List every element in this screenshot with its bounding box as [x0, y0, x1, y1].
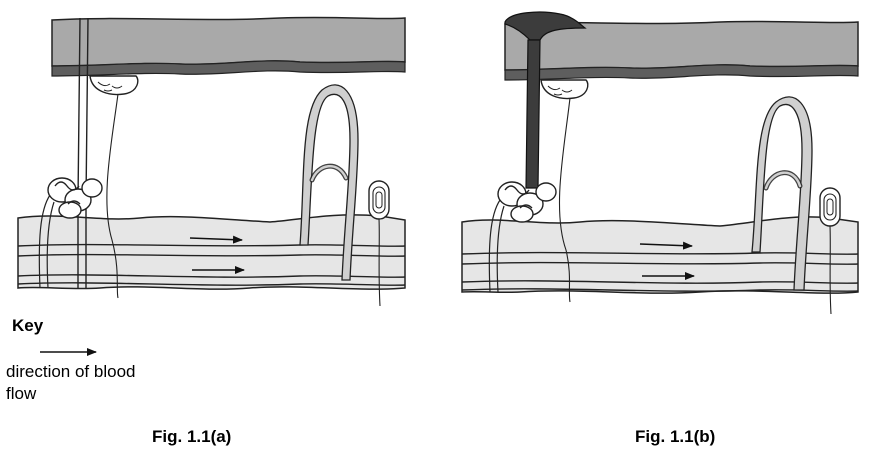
fig-a-vessel-lower-wall: [17, 253, 406, 257]
fig-a-receptor-ball: [89, 75, 139, 96]
fig-a-vessel2-lower: [17, 282, 406, 286]
fig-a-sweat-duct: [77, 17, 89, 201]
fig-b-capillary-loop: [751, 96, 813, 291]
fig-b-basal-layer: [504, 64, 859, 81]
fig-a-flow-arrow-1: [189, 235, 243, 244]
fig-a-sweat-gland-coil: [47, 177, 103, 219]
fig-a-vessel2-upper: [17, 274, 406, 278]
fig-b-diagram: [461, 11, 859, 315]
fig-b-flow-arrow-1: [639, 241, 693, 250]
fig-a-vessel-upper-wall: [17, 243, 406, 247]
caption-fig-a: Fig. 1.1(a): [152, 427, 232, 446]
fig-b-sweat-droplet: [504, 11, 587, 41]
fig-b-sweat-duct-filled: [525, 39, 541, 189]
caption-fig-b: Fig. 1.1(b): [635, 427, 716, 446]
fig-a-basal-layer: [51, 60, 406, 77]
key-description: direction of blood flow: [6, 362, 136, 403]
key-title: Key: [12, 316, 44, 335]
fig-a-diagram: [17, 16, 406, 307]
fig-a-capillary-loop: [299, 84, 359, 281]
fig-a-epidermis: [51, 16, 406, 67]
fig-a-nerve: [106, 93, 119, 299]
fig-b-sweat-gland-coil: [497, 181, 557, 223]
fig-a-pressure-receptor: [368, 180, 390, 307]
fig-b-pressure-receptor: [819, 187, 841, 315]
